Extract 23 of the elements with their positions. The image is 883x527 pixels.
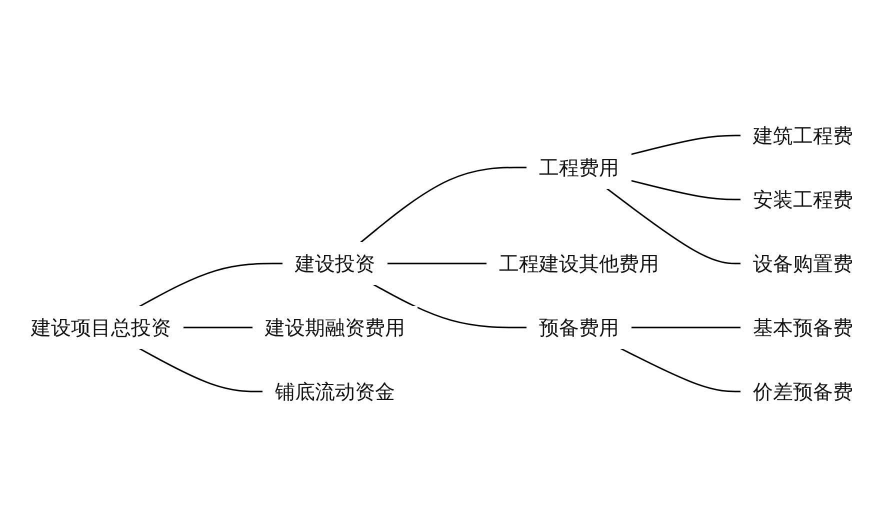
connector xyxy=(630,134,740,156)
node-text: 建设期融资费用 xyxy=(264,316,404,340)
node-text: 建筑工程费 xyxy=(752,124,852,148)
node-text: 设备购置费 xyxy=(752,252,852,276)
connector xyxy=(630,180,740,200)
connector xyxy=(372,284,526,328)
node-text: 铺底流动资金 xyxy=(274,380,394,404)
node-text: 预备费用 xyxy=(538,316,618,340)
connector xyxy=(138,262,282,308)
node-text: 工程费用 xyxy=(538,156,618,180)
node-text: 建设项目总投资 xyxy=(30,316,170,340)
connector xyxy=(182,326,252,328)
node-text: 工程建设其他费用 xyxy=(498,252,658,276)
node-text: 基本预备费 xyxy=(752,316,852,340)
connector xyxy=(138,348,262,392)
connector xyxy=(606,188,740,264)
node-text: 建设投资 xyxy=(294,252,374,276)
connector xyxy=(360,166,526,244)
node-text: 价差预备费 xyxy=(752,380,852,404)
connector xyxy=(386,262,486,264)
connector xyxy=(620,348,740,392)
node-text: 安装工程费 xyxy=(752,188,852,212)
connector xyxy=(630,326,740,328)
